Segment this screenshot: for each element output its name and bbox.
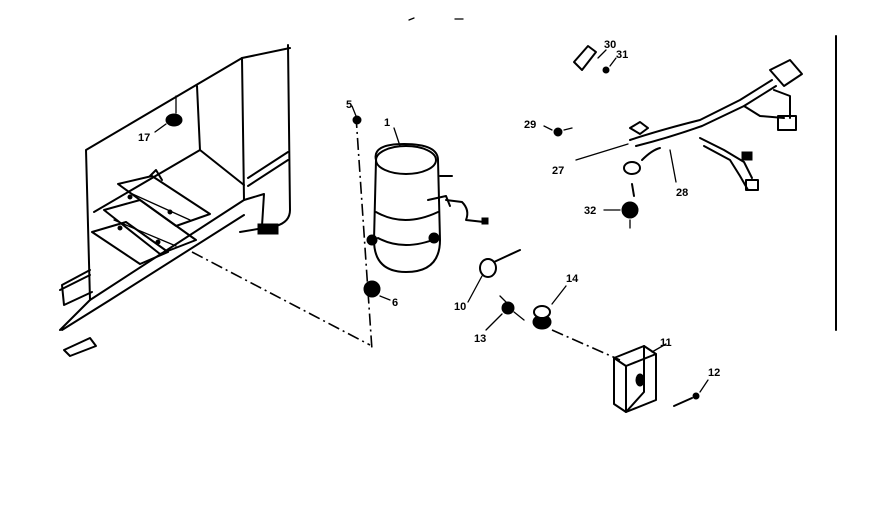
part-10-overload bbox=[467, 249, 521, 303]
callout-28: 28 bbox=[676, 187, 688, 199]
compressor-icon bbox=[366, 127, 489, 273]
part-32-thermostat bbox=[603, 201, 639, 229]
callout-13: 13 bbox=[474, 333, 486, 345]
part-13-relay bbox=[485, 295, 525, 331]
part-29-clip bbox=[543, 125, 573, 137]
part-5-screw bbox=[351, 105, 362, 125]
callout-32: 32 bbox=[584, 205, 596, 217]
assembly-line-3 bbox=[551, 329, 621, 361]
callout-31: 31 bbox=[616, 49, 628, 61]
callout-10: 10 bbox=[454, 301, 466, 313]
callout-29: 29 bbox=[524, 119, 536, 131]
assembly-line-1 bbox=[191, 251, 371, 346]
callout-30: 30 bbox=[604, 39, 616, 51]
callout-17: 17 bbox=[138, 132, 150, 144]
callout-27: 27 bbox=[552, 165, 564, 177]
callout-5: 5 bbox=[346, 99, 352, 111]
part-30-31-bracket bbox=[573, 45, 617, 74]
part-12-screw bbox=[673, 379, 709, 407]
callout-11: 11 bbox=[660, 337, 672, 349]
part-14-capacitor bbox=[532, 285, 567, 330]
cabinet-assembly bbox=[59, 44, 291, 357]
part-17-bulb bbox=[154, 95, 183, 133]
part-6-grommet bbox=[363, 280, 391, 301]
callout-12: 12 bbox=[708, 367, 720, 379]
floor-rails bbox=[91, 169, 211, 265]
wiring-harness-icon bbox=[575, 59, 803, 197]
callout-1: 1 bbox=[384, 117, 390, 129]
callout-6: 6 bbox=[392, 297, 398, 309]
callout-14: 14 bbox=[566, 273, 579, 285]
assembly-line-2 bbox=[355, 115, 373, 351]
top-marks bbox=[408, 17, 837, 331]
relay-cover-icon bbox=[613, 343, 667, 413]
